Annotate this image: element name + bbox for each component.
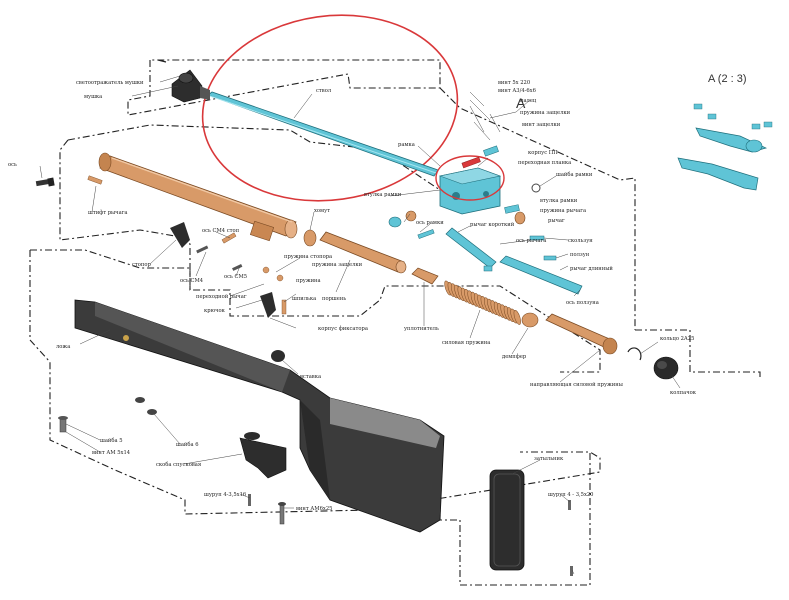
label-insert: вставка (300, 374, 321, 380)
label-screw-5x20: винт 5х 220 (498, 80, 530, 86)
small-parts-blue (388, 145, 557, 272)
label-fixer-housing: корпус фиксатора (318, 325, 368, 332)
damper-part (521, 312, 539, 328)
label-screw-35x20: шуруп 4 - 3,5х20 (548, 492, 593, 498)
label-mainspring: силовая пружина (442, 340, 490, 346)
end-cap (653, 356, 679, 380)
receiver-tube (98, 152, 298, 242)
label-stock: ложа (56, 344, 70, 350)
long-lever (499, 255, 583, 295)
label-damper: демпфер (502, 353, 527, 360)
label-transfer-lever: переходной рычаг (196, 294, 247, 300)
label-screw-am5x14: винт АМ 5х14 (92, 450, 131, 456)
label-piston: поршень (322, 296, 346, 302)
sight-insert (157, 59, 167, 63)
label-barrel: ствол (316, 88, 332, 94)
piston (319, 231, 407, 274)
axis-screw (35, 177, 55, 187)
label-stopper: стопор (132, 262, 151, 268)
rifle-stock (74, 299, 445, 533)
leader-lines (39, 75, 681, 575)
label-short-lever: рычаг короткий (470, 222, 515, 228)
seal (411, 267, 439, 285)
short-lever (445, 227, 497, 269)
label-spring-latch: пружина защелки (520, 110, 571, 116)
label-cap: колпачок (670, 390, 697, 396)
label-axis: ось (8, 162, 17, 168)
spring-guide (545, 313, 618, 355)
right-group-boundary (635, 329, 761, 380)
label-axis-lever: ось рычага (516, 238, 546, 244)
barrel-highlight-ellipse (201, 14, 459, 202)
label-axis-slide: ось ползуна (566, 300, 599, 306)
barrel-group-boundary-right (439, 87, 636, 330)
label-ring: кольцо 2А25 (660, 336, 694, 342)
label-screw-am6x25: винт АМ6х25 (296, 506, 332, 512)
label-frame-bushing: втулка рамки (364, 192, 402, 198)
label-spring: пружина (296, 278, 321, 284)
mainspring (444, 280, 521, 325)
label-butt-pad: затыльник (534, 456, 564, 462)
breech-block (435, 155, 505, 215)
label-screw-latch: винт защелки (522, 122, 561, 128)
clamp-ring (303, 229, 317, 247)
part-labels: светоотражатель мушки мушка ствол винт 5… (8, 80, 697, 512)
label-sear-pin: палец (520, 98, 537, 104)
receiver-top-boundary (67, 124, 441, 191)
label-axis-cm4: ось СМ4 (180, 278, 204, 284)
butt-pad (489, 469, 525, 571)
label-washer-frame: шайба рамки (556, 171, 593, 178)
label-washer6: шайба 6 (176, 441, 199, 448)
insert-part (271, 350, 285, 362)
label-trigger: крючок (204, 308, 226, 314)
label-bushing-spring: пружина защелки (312, 262, 363, 268)
label-bolt-slide: ползун (570, 252, 590, 258)
label-muzzle: мушка (84, 94, 102, 100)
barrel (207, 91, 439, 177)
label-lever-pin: штифт рычага (88, 209, 128, 216)
muzzle-part (171, 69, 210, 103)
label-seal: уплотнитель (404, 326, 439, 332)
view-marker: A (516, 95, 526, 111)
trigger-mechanism (87, 175, 287, 318)
detail-view-parts (677, 103, 773, 191)
label-housing-pp: корпус ПП (528, 150, 558, 156)
label-long-lever: рычаг длинный (570, 266, 613, 272)
label-frame: рамка (398, 142, 415, 148)
stock-screws (58, 397, 573, 576)
label-stop-spring: пружина стопора (284, 254, 332, 260)
label-screw-35x16: шуруп 4-3,5х16 (204, 492, 246, 498)
spring-coil (513, 309, 521, 325)
view-title: A (2 : 3) (708, 73, 747, 85)
label-frame-bushing-2: втулка рамки (540, 198, 578, 204)
label-sight: светоотражатель мушки (76, 80, 144, 86)
label-axis-cm5: ось СМ5 (224, 274, 247, 280)
label-lever: рычаг (548, 218, 565, 224)
stock-top-boundary (30, 249, 191, 290)
label-axis-frame: ось рамки (416, 220, 444, 226)
trigger-guard (239, 432, 287, 479)
label-screw-a3: винт А3/4-6х6 (498, 88, 536, 94)
label-trigger-guard: скоба спусковая (156, 461, 201, 468)
label-slide: скользун (568, 238, 593, 244)
label-axis-cm4-stop: ось СМ4 стоп (202, 228, 240, 234)
label-washer5: шайба 5 (100, 437, 123, 444)
label-lever-plate: переходная планка (518, 160, 571, 166)
label-pin: шпилька (292, 296, 316, 302)
retaining-ring (627, 347, 642, 361)
label-spring-guide: направляющая силовой пружины (530, 382, 623, 388)
stock-group-boundary (29, 250, 601, 515)
view-marker-leader (489, 99, 531, 119)
label-lever-spring: пружина рычага (540, 208, 586, 214)
label-clamp: хомут (314, 208, 330, 214)
